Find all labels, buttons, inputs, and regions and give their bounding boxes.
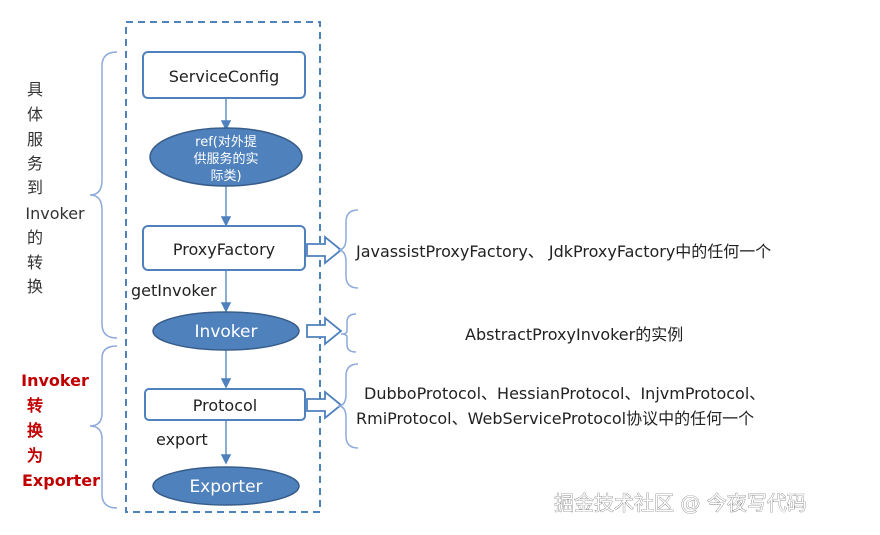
watermark-text: 掘金技术社区 @ 今夜写代码: [554, 491, 807, 515]
note-protocol-line2: RmiProtocol、WebServiceProtocol协议中的任何一个: [356, 409, 754, 428]
side-top-char-8: 换: [27, 277, 43, 296]
get-invoker-label: getInvoker: [131, 281, 217, 300]
exporter-label: Exporter: [189, 477, 262, 497]
side-label-bottom: Invoker 转 换 为 Exporter: [21, 371, 100, 490]
note-protocol-line1: DubboProtocol、HessianProtocol、InjvmProto…: [364, 384, 765, 403]
invoker-label: Invoker: [195, 322, 258, 342]
hollow-arrow-protocol: [306, 390, 343, 420]
invoker-node: Invoker: [152, 311, 300, 351]
side-top-char-3: 服: [27, 130, 43, 149]
exporter-node: Exporter: [152, 466, 300, 506]
side-top-char-7: 转: [27, 253, 43, 272]
right-brace-protocol: [337, 363, 359, 449]
proxy-factory-node: ProxyFactory: [142, 225, 306, 271]
left-brace-bottom: [89, 345, 118, 509]
protocol-label: Protocol: [193, 396, 257, 415]
side-top-char-1: 具: [27, 80, 43, 99]
hollow-arrow-proxyfactory: [306, 235, 343, 265]
service-config-label: ServiceConfig: [169, 67, 279, 86]
side-bottom-char-2: 换: [27, 421, 44, 440]
ref-node: ref(对外提 供服务的实 际类): [149, 127, 303, 187]
side-bottom-word-exporter: Exporter: [22, 471, 100, 490]
ref-label-line2: 供服务的实: [193, 151, 258, 167]
proxy-factory-label: ProxyFactory: [173, 240, 275, 259]
side-label-top: 具 体 服 务 到 Invoker 的 转 换: [25, 80, 85, 296]
dashed-container: [125, 21, 321, 513]
right-brace-invoker: [340, 313, 357, 353]
note-proxy-factory: JavassistProxyFactory、 JdkProxyFactory中的…: [355, 242, 771, 261]
left-brace-top: [89, 51, 118, 339]
side-top-char-2: 体: [27, 105, 43, 124]
side-top-word-invoker: Invoker: [25, 204, 85, 223]
export-label: export: [156, 430, 208, 449]
service-config-node: ServiceConfig: [142, 51, 306, 99]
side-top-char-5: 到: [27, 178, 43, 197]
right-brace-proxyfactory: [337, 209, 359, 289]
side-top-char-6: 的: [27, 228, 43, 247]
side-bottom-char-3: 为: [27, 446, 43, 465]
protocol-node: Protocol: [144, 388, 306, 421]
side-bottom-char-1: 转: [27, 396, 43, 415]
note-invoker: AbstractProxyInvoker的实例: [465, 325, 683, 344]
side-top-char-4: 务: [27, 154, 43, 173]
ref-label-line1: ref(对外提: [195, 134, 257, 150]
hollow-arrow-invoker: [306, 316, 343, 346]
side-bottom-word-invoker: Invoker: [21, 371, 89, 390]
ref-label-line3: 际类): [210, 169, 241, 184]
